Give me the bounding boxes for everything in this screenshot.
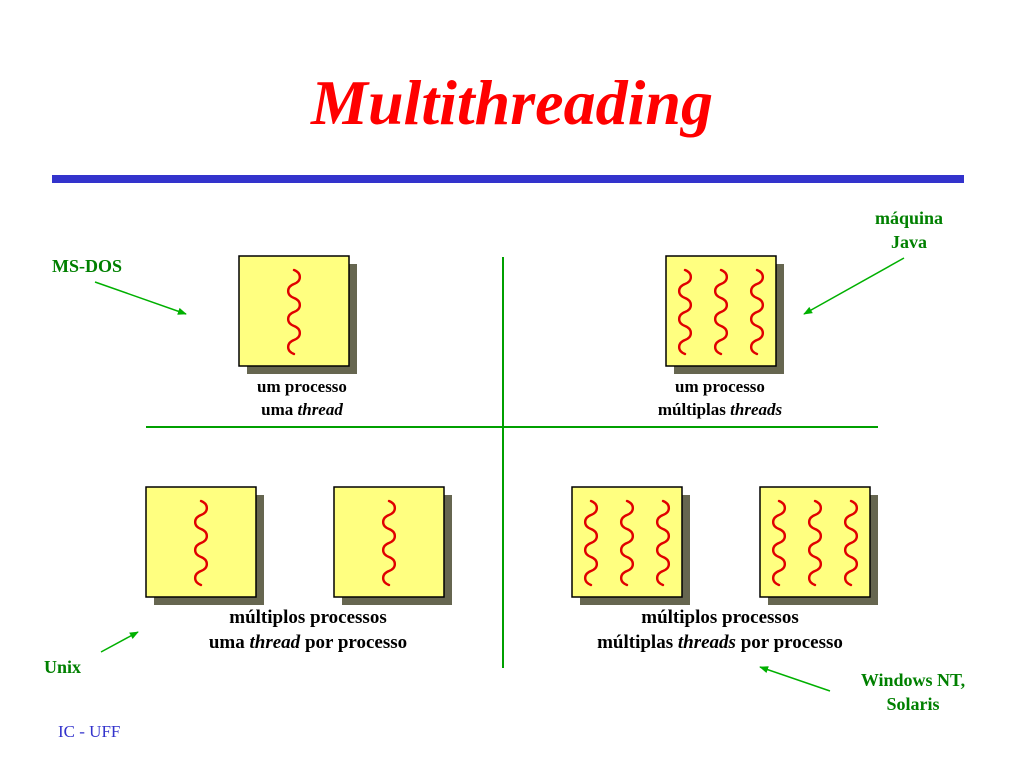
thread-wave <box>193 499 209 587</box>
label-windows-solaris: Windows NT, Solaris <box>860 670 966 714</box>
java-arrow <box>803 257 905 315</box>
slide-title: Multithreading <box>311 67 713 138</box>
thread-wave <box>655 499 671 587</box>
caption-bottom-right: múltiplos processos múltiplas threads po… <box>597 607 843 653</box>
caption-bottom-left: múltiplos processos uma thread por proce… <box>208 607 408 653</box>
thread-wave <box>619 499 635 587</box>
thread-wave <box>583 499 599 587</box>
thread-wave <box>677 268 693 356</box>
unix-arrow <box>100 631 139 653</box>
label-msdos: MS-DOS <box>52 256 123 276</box>
thread-wave <box>381 499 397 587</box>
footer-text: IC - UFF <box>58 722 121 741</box>
caption-top-left: um processo uma thread <box>257 377 347 419</box>
thread-wave <box>771 499 787 587</box>
thread-wave <box>286 268 302 356</box>
thread-wave <box>843 499 859 587</box>
process-group <box>145 255 878 605</box>
thread-wave <box>807 499 823 587</box>
msdos-arrow <box>94 281 187 315</box>
caption-top-right: um processo múltiplas threads <box>657 377 783 419</box>
title-divider <box>52 175 964 183</box>
thread-wave <box>713 268 729 356</box>
label-java-machine: máquina Java <box>874 208 944 252</box>
thread-wave <box>749 268 765 356</box>
windows-arrow <box>759 666 831 692</box>
label-unix: Unix <box>44 657 82 677</box>
